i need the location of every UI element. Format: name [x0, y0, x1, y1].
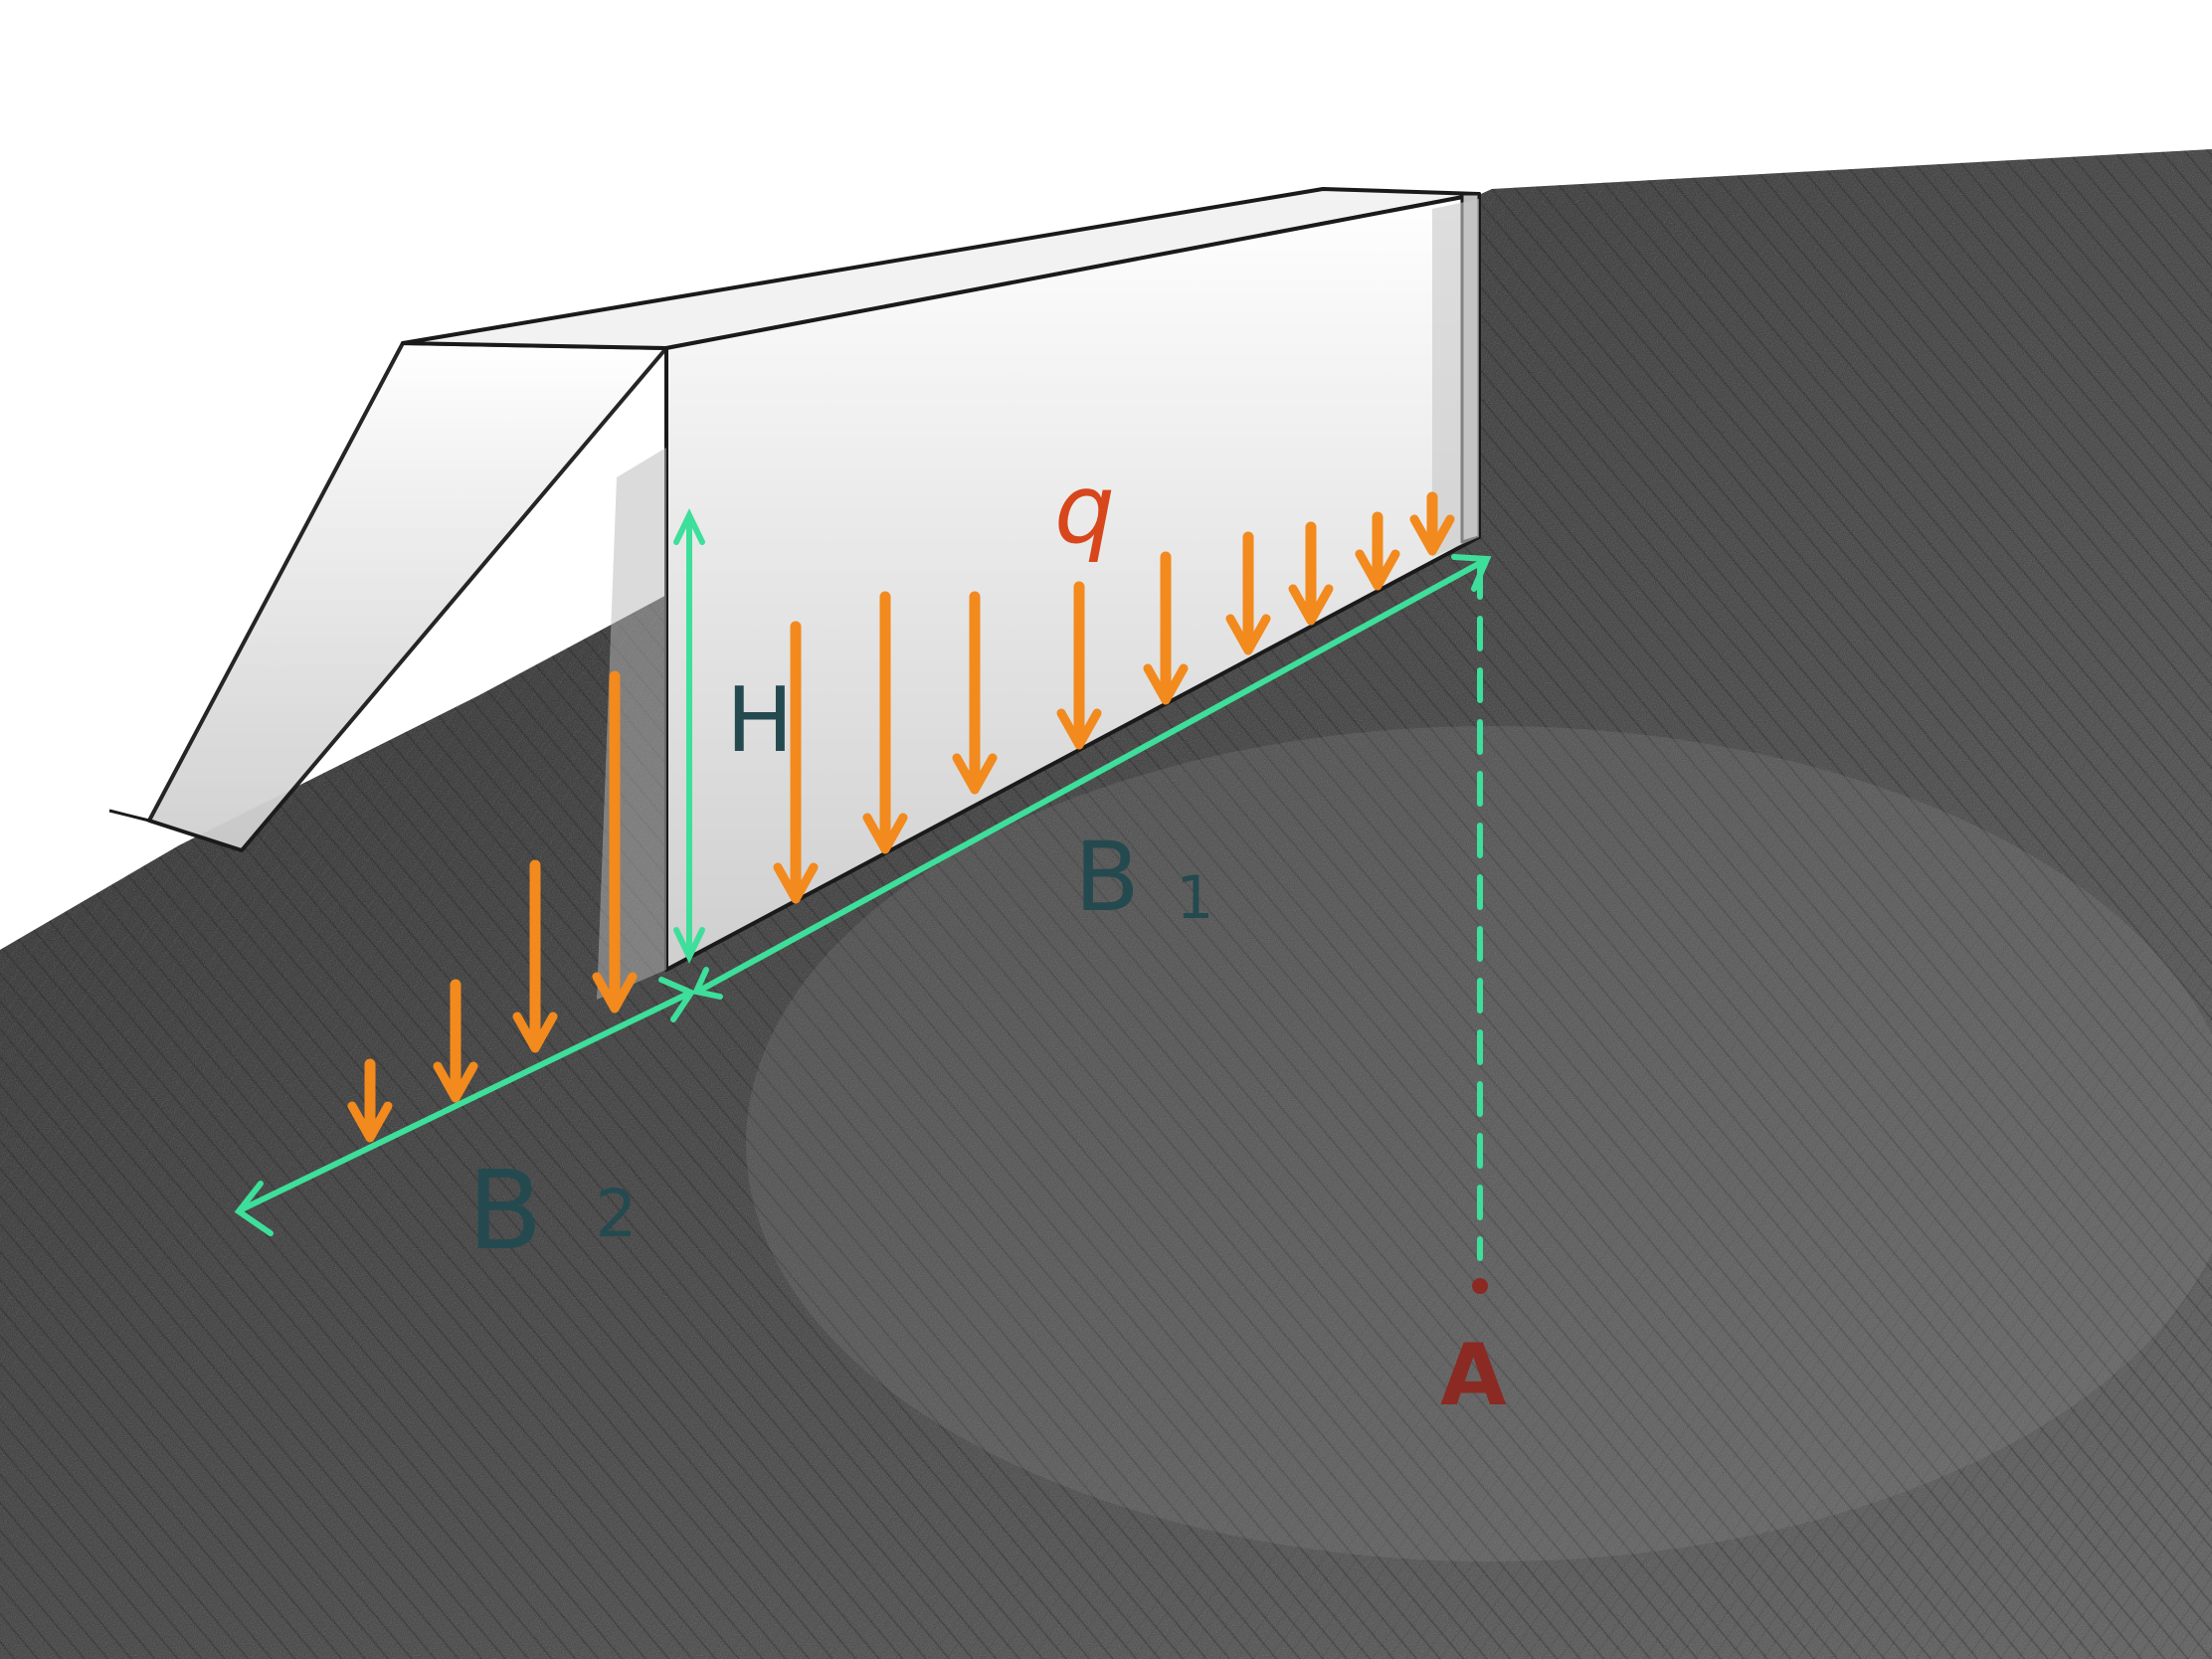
label-q: q	[1054, 454, 1115, 565]
label-B2-sub: 2	[595, 1176, 637, 1252]
label-B1-main: B	[1074, 822, 1140, 933]
label-B2: B 2	[467, 1147, 637, 1274]
point-A-dot	[1472, 1278, 1488, 1294]
arrow-down-icon	[1143, 663, 1189, 705]
arrow-down-icon	[952, 753, 998, 795]
dimension-lines	[234, 508, 1492, 1261]
label-A: A	[1440, 1326, 1507, 1425]
label-B1-sub: 1	[1176, 863, 1213, 933]
arrow-down-icon	[512, 1012, 558, 1053]
arrow-down-icon	[1225, 614, 1271, 655]
arrow-down-icon	[1056, 708, 1102, 750]
label-H: H	[726, 668, 794, 773]
dimension-B1	[698, 559, 1485, 993]
arrow-down-icon	[773, 862, 819, 904]
arrow-down-icon	[433, 1061, 478, 1103]
arrow-down-icon	[347, 1101, 393, 1143]
arrow-down-icon	[1288, 584, 1334, 626]
arrow-down-icon	[1409, 514, 1455, 556]
arrow-down-icon	[862, 813, 908, 854]
arrow-down-icon	[1355, 549, 1400, 591]
label-B2-main: B	[467, 1147, 542, 1274]
label-B1: B 1	[1074, 822, 1214, 933]
dimension-B2	[241, 992, 689, 1211]
arrow-down-icon	[592, 972, 638, 1014]
load-arrows	[347, 491, 1455, 1143]
